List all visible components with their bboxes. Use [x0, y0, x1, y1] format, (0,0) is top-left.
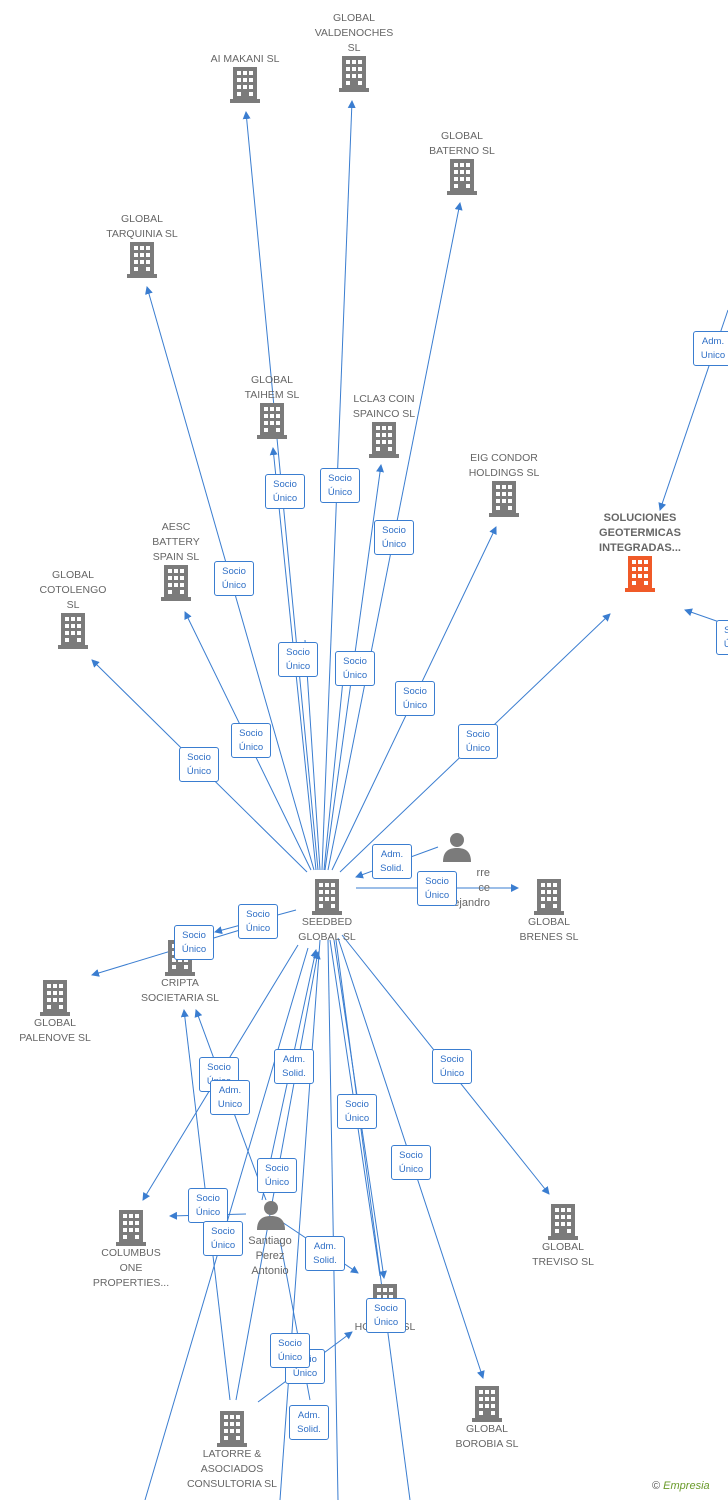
node-label: CRIPTA SOCIETARIA SL — [141, 977, 219, 1004]
person-santiago-perez[interactable]: Santiago Perez Antonio — [240, 1200, 300, 1280]
edge-label-socio-unico[interactable]: Socio Único — [270, 1333, 310, 1368]
edge-label-socio-unico[interactable]: Socio Único — [265, 474, 305, 509]
node-label: GLOBAL BATERNO SL — [429, 130, 495, 157]
building-icon — [58, 613, 88, 649]
building-icon — [489, 481, 519, 517]
edge-palenove — [91, 929, 241, 977]
node-global-palenove[interactable]: GLOBAL PALENOVE SL — [8, 980, 102, 1046]
edge-label-socio-unico[interactable]: Socio Único — [432, 1049, 472, 1084]
building-icon — [625, 556, 655, 592]
edge-label-adm-solid[interactable]: Adm. Solid. — [289, 1405, 329, 1440]
edge-label-socio-unico[interactable]: Socio Único — [214, 561, 254, 596]
edge-label-socio-unico[interactable]: Socio Único — [391, 1145, 431, 1180]
copyright-symbol: © — [652, 1480, 661, 1492]
edge-label-socio-unico[interactable]: Socio Único — [335, 651, 375, 686]
node-label: GLOBAL TREVISO SL — [532, 1241, 594, 1268]
building-icon — [40, 980, 70, 1016]
node-global-brenes[interactable]: GLOBAL BRENES SL — [504, 879, 594, 945]
edge-label-adm-solid[interactable]: Adm. Solid. — [305, 1236, 345, 1271]
building-icon — [116, 1210, 146, 1246]
building-icon — [127, 242, 157, 278]
building-icon — [472, 1386, 502, 1422]
edge-extra1 — [304, 639, 321, 871]
brand-name: Empresia — [663, 1480, 710, 1492]
building-icon — [534, 879, 564, 915]
person-latorre-alejandro[interactable]: rre ce Alejandro — [440, 832, 500, 912]
node-latorre-asociados[interactable]: LATORRE & ASOCIADOS CONSULTORIA SL — [176, 1411, 288, 1492]
node-global-borobia[interactable]: GLOBAL BOROBIA SL — [442, 1386, 532, 1452]
node-label: LCLA3 COIN SPAINCO SL — [352, 393, 416, 420]
node-label: COLUMBUS ONE PROPERTIES... — [92, 1247, 170, 1289]
edge-label-socio-unico[interactable]: Socio Único — [417, 871, 457, 906]
building-icon — [447, 159, 477, 195]
edge-label-socio-unico[interactable]: Socio Único — [257, 1158, 297, 1193]
edge-label-adm-unico[interactable]: Adm. Unico — [693, 331, 728, 366]
edge-label-adm-solid[interactable]: Adm. Solid. — [372, 844, 412, 879]
node-eig-condor[interactable]: EIG CONDOR HOLDINGS SL — [454, 451, 554, 517]
edge-label-socio-unico[interactable]: Socio Único — [278, 642, 318, 677]
node-columbus-one[interactable]: COLUMBUS ONE PROPERTIES... — [84, 1210, 178, 1291]
edge-down-3 — [335, 939, 411, 1500]
node-label: GLOBAL TAIHEM SL — [244, 374, 300, 401]
edge-label-socio-unico[interactable]: Socio Único — [174, 925, 214, 960]
building-icon — [161, 565, 191, 601]
edge-label-socio-unico[interactable]: Socio Único — [238, 904, 278, 939]
edge-label-socio-unico[interactable]: Socio Único — [716, 620, 728, 655]
building-icon — [548, 1204, 578, 1240]
person-icon — [256, 1200, 286, 1230]
node-label: GLOBAL BOROBIA SL — [455, 1423, 519, 1450]
building-icon — [312, 879, 342, 915]
edge-label-socio-unico[interactable]: Socio Único — [458, 724, 498, 759]
node-label: AI MAKANI SL — [210, 53, 280, 65]
empresia-logo: © Empresia — [652, 1480, 710, 1492]
edge-label-adm-solid[interactable]: Adm. Solid. — [274, 1049, 314, 1084]
node-label: SOLUCIONES GEOTERMICAS INTEGRADAS... — [599, 512, 681, 554]
building-icon — [339, 56, 369, 92]
node-label: AESC BATTERY SPAIN SL — [152, 521, 200, 563]
node-label: GLOBAL VALDENOCHES SL — [314, 12, 394, 54]
node-label: GLOBAL PALENOVE SL — [19, 1017, 91, 1044]
edge-label-socio-unico[interactable]: Socio Único — [395, 681, 435, 716]
edge-label-socio-unico[interactable]: Socio Único — [179, 747, 219, 782]
node-label: GLOBAL TARQUINIA SL — [106, 213, 178, 240]
edge-label-adm-unico[interactable]: Adm. Unico — [210, 1080, 250, 1115]
edge-extra2 — [323, 659, 346, 871]
node-soluciones-geotermicas[interactable]: SOLUCIONES GEOTERMICAS INTEGRADAS... — [580, 511, 700, 592]
edge-label-socio-unico[interactable]: Socio Único — [366, 1298, 406, 1333]
building-icon — [217, 1411, 247, 1447]
node-global-treviso[interactable]: GLOBAL TREVISO SL — [518, 1204, 608, 1270]
node-label: GLOBAL BRENES SL — [519, 916, 579, 943]
node-label: EIG CONDOR HOLDINGS SL — [468, 452, 540, 479]
node-ai-makani[interactable]: AI MAKANI SL — [190, 52, 300, 103]
node-global-valdenoches[interactable]: GLOBAL VALDENOCHES SL — [300, 11, 408, 92]
node-label: SEEDBED GLOBAL SL — [298, 916, 356, 943]
node-global-baterno[interactable]: GLOBAL BATERNO SL — [410, 129, 514, 195]
node-aesc-battery[interactable]: AESC BATTERY SPAIN SL — [136, 520, 216, 601]
node-label: GLOBAL COTOLENGO SL — [39, 569, 107, 611]
person-icon — [442, 832, 472, 862]
node-lcla3[interactable]: LCLA3 COIN SPAINCO SL — [336, 392, 432, 458]
edge-label-socio-unico[interactable]: Socio Único — [337, 1094, 377, 1129]
node-label: LATORRE & ASOCIADOS CONSULTORIA SL — [186, 1448, 278, 1490]
node-seedbed-global[interactable]: SEEDBED GLOBAL SL — [280, 879, 374, 945]
node-global-tarquinia[interactable]: GLOBAL TARQUINIA SL — [90, 212, 194, 278]
building-icon — [257, 403, 287, 439]
node-global-taihem[interactable]: GLOBAL TAIHEM SL — [230, 373, 314, 439]
edge-down-1 — [279, 939, 321, 1500]
person-label: Santiago Perez Antonio — [248, 1235, 292, 1277]
building-icon — [369, 422, 399, 458]
edge-label-socio-unico[interactable]: Socio Único — [374, 520, 414, 555]
edge-label-socio-unico[interactable]: Socio Único — [188, 1188, 228, 1223]
edge-label-socio-unico[interactable]: Socio Único — [231, 723, 271, 758]
edge-label-socio-unico[interactable]: Socio Único — [320, 468, 360, 503]
building-icon — [230, 67, 260, 103]
edge-down-2 — [327, 939, 339, 1500]
node-global-cotolengo[interactable]: GLOBAL COTOLENGO SL — [28, 568, 118, 649]
edge-label-socio-unico[interactable]: Socio Único — [203, 1221, 243, 1256]
